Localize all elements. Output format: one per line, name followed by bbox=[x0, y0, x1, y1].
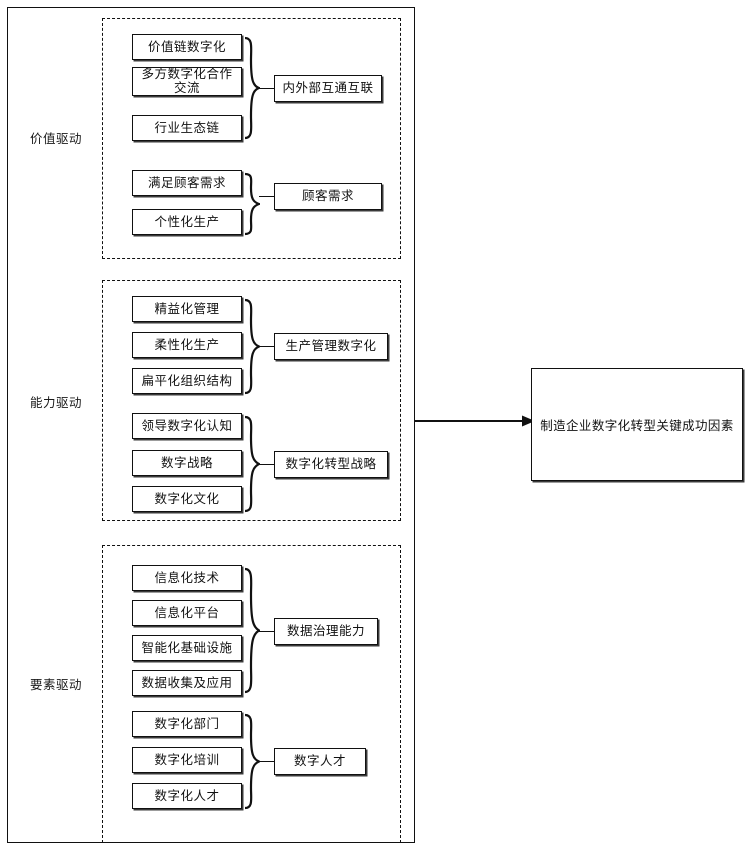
factor-box[interactable]: 行业生态链 bbox=[132, 115, 242, 141]
factor-box[interactable]: 扁平化组织结构 bbox=[132, 368, 242, 394]
factor-box[interactable]: 精益化管理 bbox=[132, 296, 242, 322]
factor-box[interactable]: 价值链数字化 bbox=[132, 34, 242, 60]
factor-box[interactable]: 满足顾客需求 bbox=[132, 170, 242, 196]
factor-box[interactable]: 信息化技术 bbox=[132, 565, 242, 591]
aggregate-box[interactable]: 顾客需求 bbox=[274, 183, 382, 210]
factor-box[interactable]: 信息化平台 bbox=[132, 600, 242, 626]
brace-stub bbox=[259, 761, 275, 762]
brace-stub bbox=[259, 464, 275, 465]
factor-box[interactable]: 数字化文化 bbox=[132, 486, 242, 512]
main-flow-arrow bbox=[415, 413, 535, 429]
aggregate-box[interactable]: 内外部互通互联 bbox=[274, 75, 382, 102]
factor-line-1: 多方数字化合作 bbox=[141, 67, 233, 81]
aggregate-box[interactable]: 数据治理能力 bbox=[274, 618, 378, 645]
factor-box[interactable]: 柔性化生产 bbox=[132, 332, 242, 358]
driver-label-element: 要素驱动 bbox=[29, 678, 82, 692]
factor-box[interactable]: 数字战略 bbox=[132, 450, 242, 476]
factor-box[interactable]: 数字化人才 bbox=[132, 783, 242, 809]
brace-stub bbox=[259, 631, 275, 632]
brace-stub bbox=[259, 88, 275, 89]
factor-box[interactable]: 多方数字化合作 交流 bbox=[132, 67, 242, 96]
brace-stub bbox=[259, 346, 275, 347]
factor-box[interactable]: 智能化基础设施 bbox=[132, 635, 242, 661]
brace-stub bbox=[259, 196, 275, 197]
driver-group-capability bbox=[102, 280, 401, 521]
factor-box[interactable]: 数据收集及应用 bbox=[132, 670, 242, 696]
outcome-box[interactable]: 制造企业数字化转型关键成功因素 bbox=[531, 368, 743, 481]
driver-label-capability: 能力驱动 bbox=[29, 396, 82, 410]
factor-box[interactable]: 领导数字化认知 bbox=[132, 413, 242, 439]
aggregate-box[interactable]: 数字人才 bbox=[274, 748, 366, 775]
driver-group-element bbox=[102, 545, 401, 843]
driver-label-value: 价值驱动 bbox=[29, 132, 82, 146]
driver-group-value bbox=[102, 18, 401, 259]
aggregate-box[interactable]: 生产管理数字化 bbox=[274, 333, 388, 360]
aggregate-box[interactable]: 数字化转型战略 bbox=[274, 451, 388, 478]
factor-box[interactable]: 个性化生产 bbox=[132, 209, 242, 235]
factor-box[interactable]: 数字化培训 bbox=[132, 747, 242, 773]
factor-box[interactable]: 数字化部门 bbox=[132, 711, 242, 737]
factor-line-2: 交流 bbox=[173, 80, 200, 95]
